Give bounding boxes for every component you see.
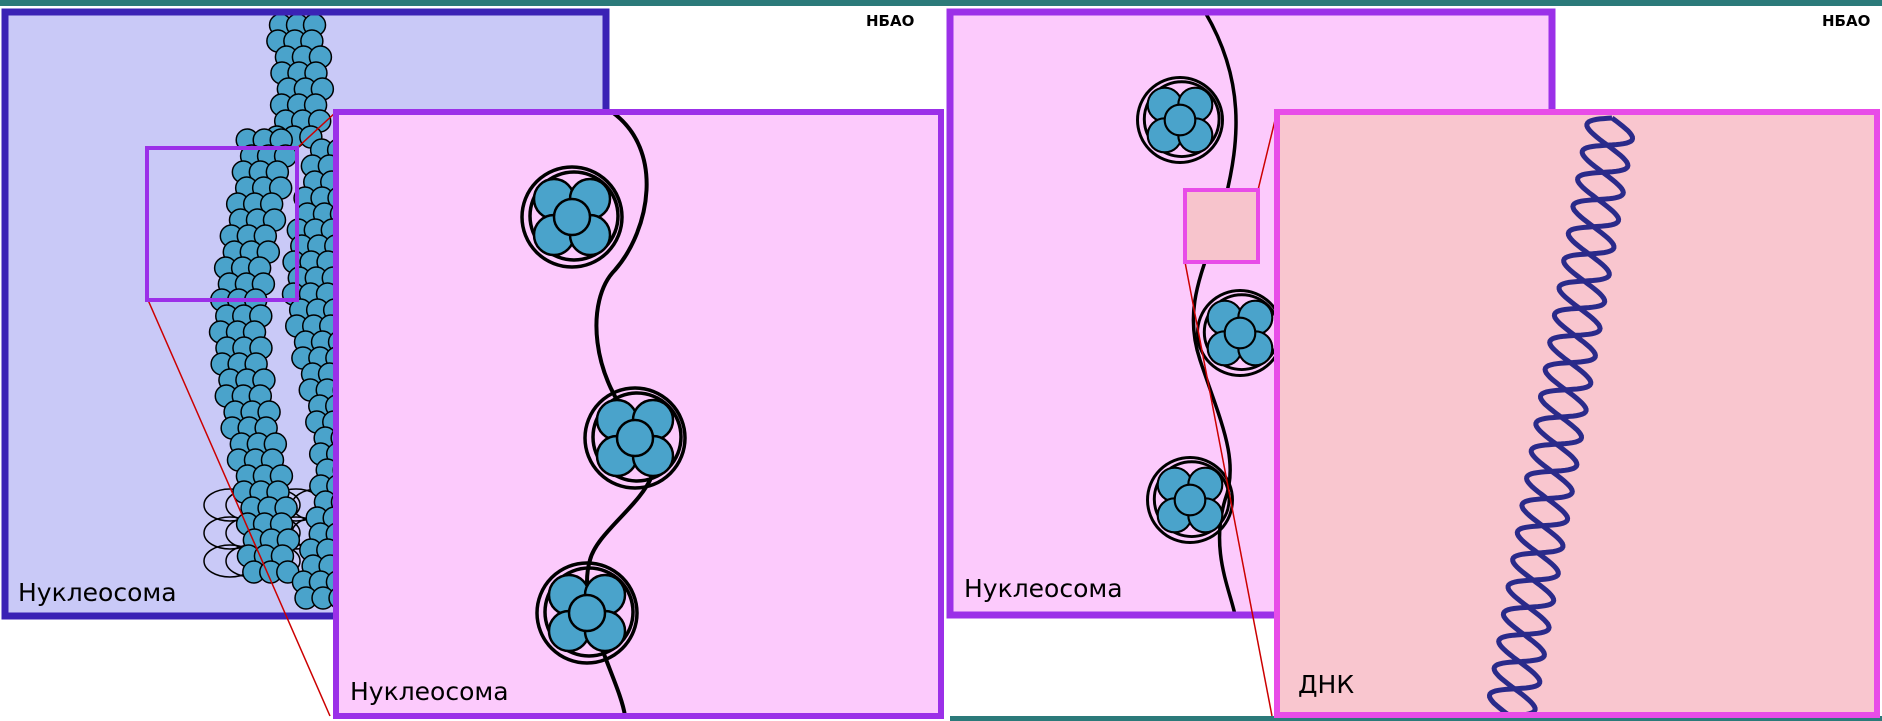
left-inset-panel <box>336 112 941 716</box>
right-inset-panel <box>1277 112 1877 716</box>
watermark-right: НБАО <box>1822 12 1870 30</box>
right-outer-label: Нуклеосома <box>964 574 1123 603</box>
left-outer-label: Нуклеосома <box>18 578 177 607</box>
right-inset-label: ДНК <box>1298 670 1354 699</box>
watermark-left: НБАО <box>866 12 914 30</box>
zoom-region-right <box>1185 190 1258 262</box>
left-inset-label: Нуклеосома <box>350 677 509 706</box>
